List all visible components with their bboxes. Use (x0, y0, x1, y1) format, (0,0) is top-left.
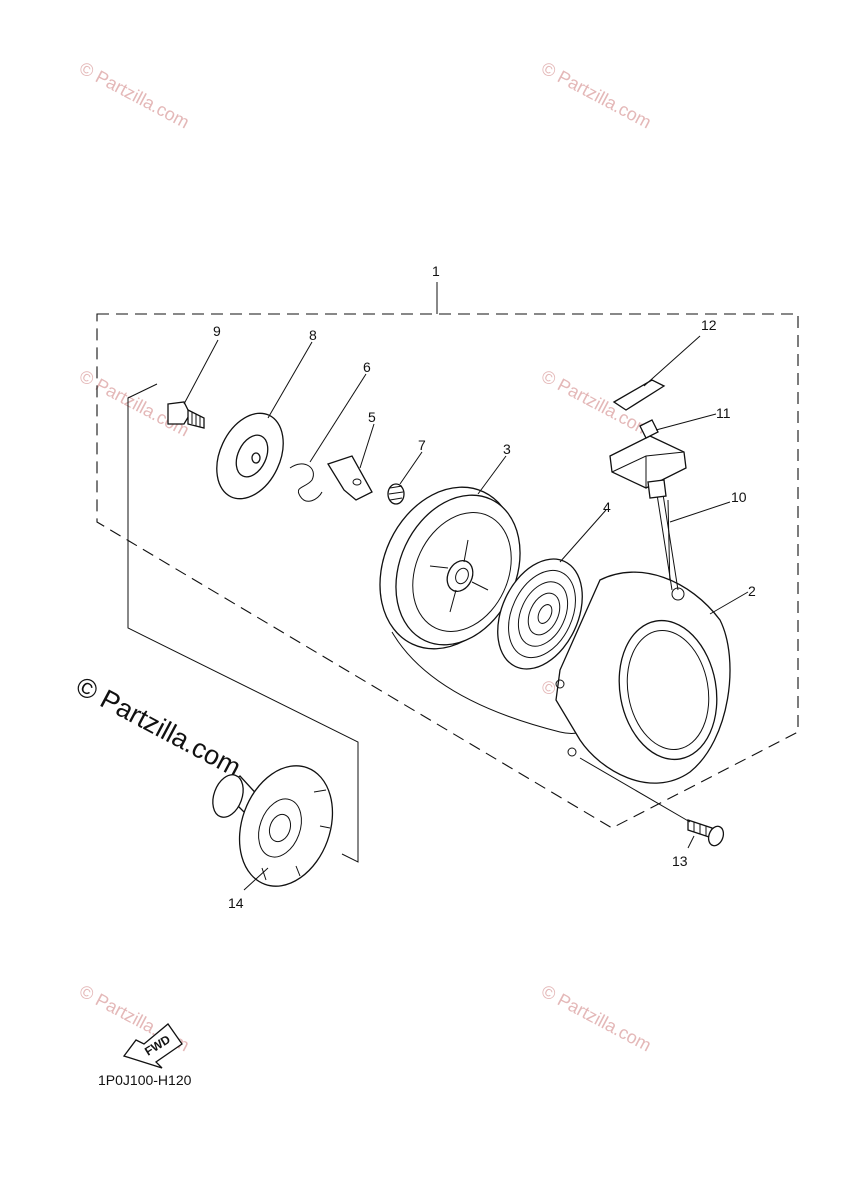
part-14-bracket (127, 383, 359, 863)
watermarks: © Partzilla.com © Partzilla.com © Partzi… (71, 58, 654, 1056)
leader-10 (669, 501, 731, 523)
leader-5 (359, 423, 375, 469)
part-9-bolt (167, 401, 205, 429)
leader-6 (309, 373, 367, 463)
leader-13-label (687, 835, 695, 849)
part-12-grip (612, 379, 666, 411)
callout-3: 3 (503, 441, 511, 457)
part-4-spiral-spring (497, 558, 583, 670)
leader-4 (559, 509, 607, 563)
diagram-code: 1P0J100-H120 (98, 1072, 192, 1088)
part-7-spring (387, 483, 405, 505)
callout-13: 13 (672, 853, 688, 869)
leader-7 (399, 451, 423, 485)
part-8-plate (216, 412, 284, 500)
part-3-reel (379, 486, 521, 650)
leader-14 (243, 867, 269, 891)
watermark-top-left: © Partzilla.com (76, 58, 192, 133)
callout-10: 10 (731, 489, 747, 505)
callout-12: 12 (701, 317, 717, 333)
part-13-screw (687, 819, 725, 847)
leader-3 (477, 455, 507, 495)
leader-13 (579, 757, 691, 823)
callout-7: 7 (418, 437, 426, 453)
fwd-arrow-icon: FWD (122, 1023, 183, 1069)
leader-8 (267, 341, 313, 419)
callout-14: 14 (228, 895, 244, 911)
part-6-clip (289, 463, 323, 502)
watermark-bottom-right: © Partzilla.com (538, 981, 654, 1056)
part-14-drive-cup (212, 765, 334, 887)
callout-8: 8 (309, 327, 317, 343)
callout-9: 9 (213, 323, 221, 339)
leader-2 (709, 591, 749, 615)
assembly-outline (96, 313, 799, 829)
part-2-case (555, 571, 731, 784)
callout-5: 5 (368, 409, 376, 425)
watermark-large: © Partzilla.com (71, 671, 246, 783)
callout-2: 2 (748, 583, 756, 599)
leader-9 (183, 339, 219, 405)
callout-11: 11 (716, 405, 731, 421)
callout-4: 4 (603, 499, 611, 515)
watermark-top-right: © Partzilla.com (538, 58, 654, 133)
callout-1: 1 (432, 263, 440, 279)
leader-11 (655, 413, 717, 431)
callout-6: 6 (363, 359, 371, 375)
part-10-rope (655, 487, 679, 591)
leader-12 (643, 335, 701, 387)
part-11-handle (609, 419, 687, 499)
part-5-pawl (327, 455, 373, 501)
